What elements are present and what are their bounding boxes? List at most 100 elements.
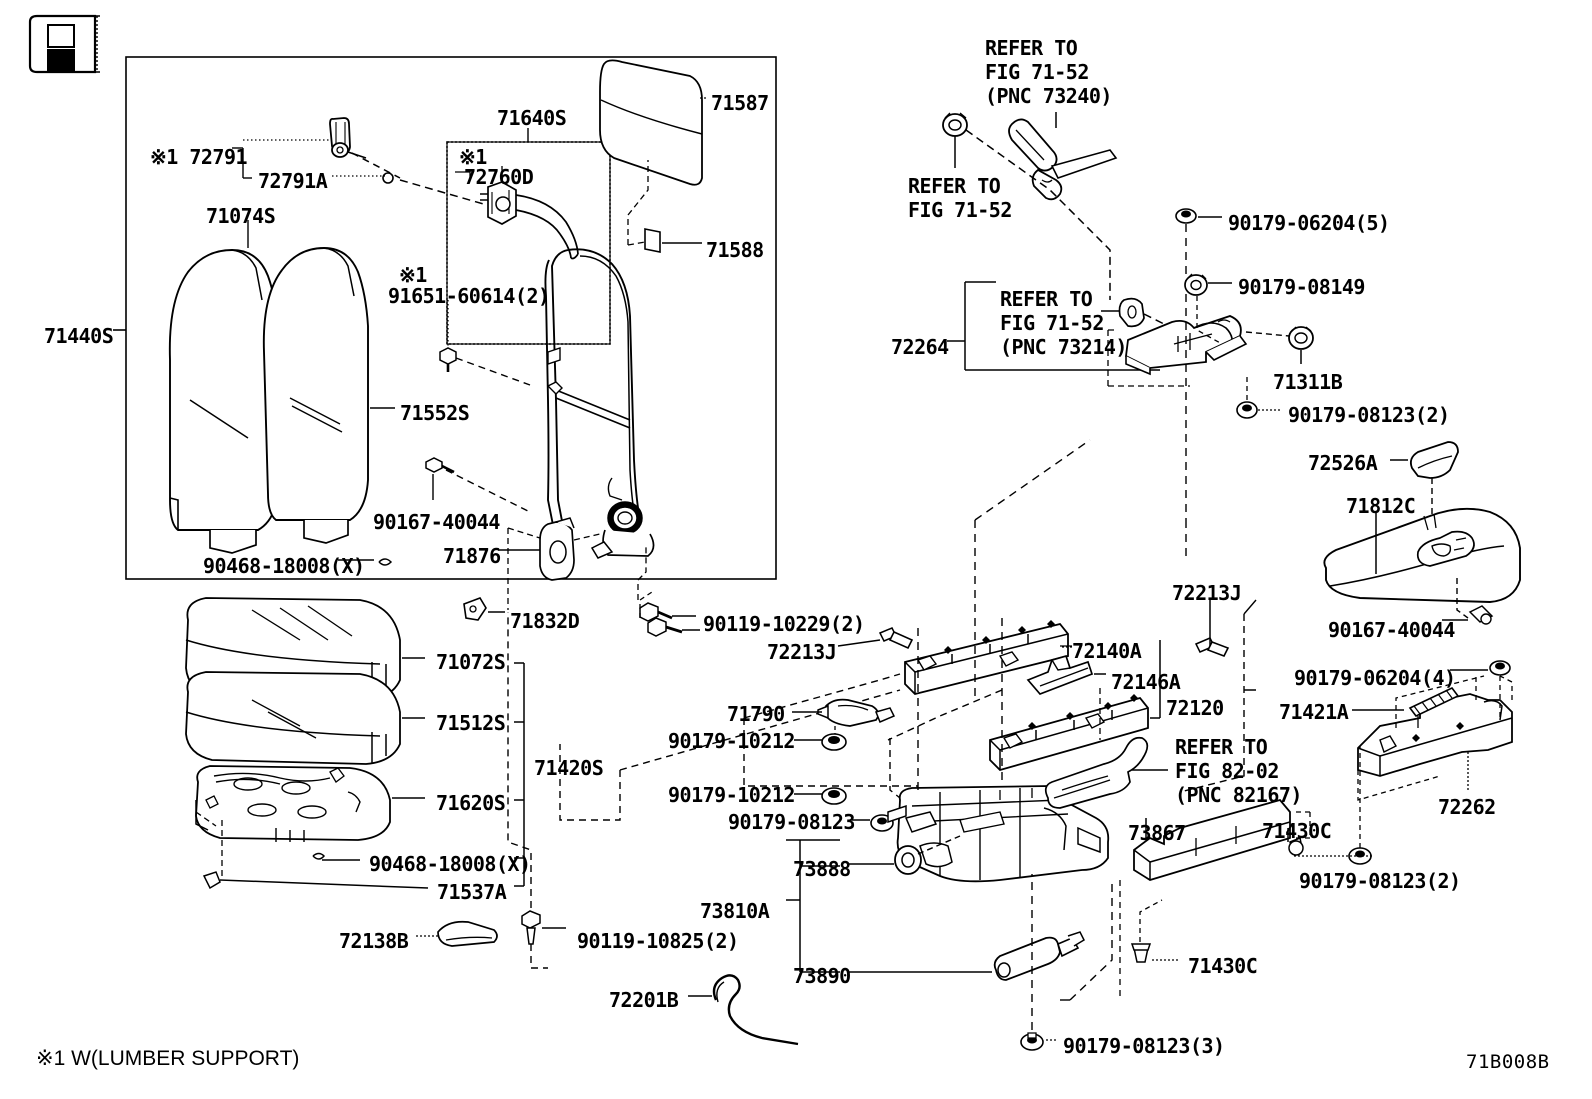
- part-72213J-pin-top: [1194, 637, 1230, 658]
- part-label-90167-40044: 90167-40044: [1328, 618, 1455, 642]
- part-72262-bracket: [1357, 693, 1513, 777]
- part-82167-harness: [1044, 736, 1149, 809]
- part-label-90179-08123: 90179-08123: [728, 810, 855, 834]
- part-label-90468-18008-x: 90468-18008(X): [203, 554, 365, 578]
- refer-to-note-line: REFER TO: [1175, 735, 1268, 759]
- part-label-90179-08149: 90179-08149: [1238, 275, 1365, 299]
- part-label-72791a: 72791A: [258, 169, 328, 193]
- part-label-1: ※1: [399, 263, 427, 287]
- part-label-71537a: 71537A: [437, 880, 507, 904]
- part-label-72262: 72262: [1438, 795, 1496, 819]
- part-label-71311b: 71311B: [1273, 370, 1343, 394]
- refer-to-note-line: REFER TO: [908, 174, 1001, 198]
- refer-to-note-line: FIG 71-52: [1000, 311, 1104, 335]
- part-label-71876: 71876: [443, 544, 501, 568]
- part-90119-10825-bolt: [521, 910, 541, 945]
- part-90167-40044-bolt-a: [425, 457, 455, 474]
- part-90179-10212-nut-b: [821, 787, 847, 805]
- part-73240-buckle: [1008, 118, 1118, 201]
- part-label-73810a: 73810A: [700, 899, 770, 923]
- part-label-71812c: 71812C: [1346, 494, 1416, 518]
- part-label-71074s: 71074S: [206, 204, 276, 228]
- part-label-71790: 71790: [727, 702, 785, 726]
- part-label-72120: 72120: [1166, 696, 1224, 720]
- part-72120-rail: [989, 694, 1149, 772]
- part-label-71421a: 71421A: [1279, 700, 1349, 724]
- part-label-72213j: 72213J: [767, 640, 837, 664]
- part-label-71430c: 71430C: [1262, 819, 1332, 843]
- part-label-90179-08123-3: 90179-08123(3): [1063, 1034, 1225, 1058]
- part-label-90167-40044: 90167-40044: [373, 510, 500, 534]
- part-label-72760d: 72760D: [464, 165, 534, 189]
- part-label-1: ※1: [459, 145, 487, 169]
- part-71430C-screw-top: [1288, 836, 1304, 856]
- part-label-72213j: 72213J: [1172, 581, 1242, 605]
- part-71587-headrest: [599, 59, 703, 186]
- part-90167-40044-bolt-b: [1468, 605, 1494, 625]
- part-label-71420s: 71420S: [534, 756, 604, 780]
- part-72201B-wire: [712, 974, 799, 1046]
- part-73214-anchor-a: [942, 112, 968, 137]
- refer-to-note-line: FIG 71-52: [985, 60, 1089, 84]
- part-label-90179-08123-2: 90179-08123(2): [1299, 869, 1461, 893]
- part-label-90179-08123-2: 90179-08123(2): [1288, 403, 1450, 427]
- part-label-71440s: 71440S: [44, 324, 114, 348]
- part-71620S-cushion-frame: [195, 765, 391, 842]
- part-label-90468-18008-x: 90468-18008(X): [369, 852, 531, 876]
- part-73810A-adjuster-body: [887, 785, 1110, 883]
- refer-to-note-line: (PNC 73214): [1000, 335, 1127, 359]
- part-71421A-spring: [1408, 686, 1460, 718]
- part-label-90179-10212: 90179-10212: [668, 783, 795, 807]
- part-90179-08123-2-nut: [1236, 401, 1258, 419]
- refer-to-note-line: FIG 82-02: [1175, 759, 1279, 783]
- part-72138B-cap: [437, 920, 498, 947]
- refer-to-note-line: REFER TO: [985, 36, 1078, 60]
- part-73867-cover: [1133, 798, 1291, 881]
- part-72526A-cap: [1409, 441, 1459, 479]
- part-73888-bushing: [894, 845, 922, 875]
- part-label-71430c: 71430C: [1188, 954, 1258, 978]
- seat-position-indicator-icon: [28, 14, 100, 74]
- part-label-71072s: 71072S: [436, 650, 506, 674]
- part-label-73888: 73888: [793, 857, 851, 881]
- part-91651-bolt: [439, 347, 457, 372]
- part-label-1-72791: ※1 72791: [150, 145, 248, 169]
- part-label-71552s: 71552S: [400, 401, 470, 425]
- part-72264-anchor-plate: [1125, 315, 1248, 376]
- part-label-72201b: 72201B: [609, 988, 679, 1012]
- part-label-71832d: 71832D: [510, 609, 580, 633]
- part-90179-10212-nut-a: [821, 733, 847, 751]
- part-label-90119-10229-2: 90119-10229(2): [703, 612, 865, 636]
- part-71430C-screw-bottom: [1130, 943, 1152, 963]
- part-90179-06204-5-nut: [1175, 208, 1197, 224]
- part-73214-anchor-b: [1118, 297, 1145, 328]
- part-71311B-grommet: [1288, 326, 1314, 350]
- part-71512S-cushion-pad: [185, 671, 401, 765]
- part-71832D-clip: [463, 597, 487, 621]
- part-73890-cylinder: [993, 931, 1085, 981]
- part-72760D-handle: [480, 166, 579, 260]
- part-90179-08123-3-nut: [1020, 1032, 1044, 1051]
- part-label-90119-10825-2: 90119-10825(2): [577, 929, 739, 953]
- part-label-72526a: 72526A: [1308, 451, 1378, 475]
- part-label-73867: 73867: [1128, 821, 1186, 845]
- part-label-73890: 73890: [793, 964, 851, 988]
- figure-code: 71B008B: [1466, 1051, 1550, 1073]
- part-label-90179-10212: 90179-10212: [668, 729, 795, 753]
- part-seatback-frame: [544, 248, 655, 559]
- part-label-90179-06204-4: 90179-06204(4): [1294, 666, 1456, 690]
- part-71812C-armrest: [1323, 507, 1521, 603]
- part-71537A-knob: [202, 871, 221, 890]
- part-72146A-bracket: [1026, 654, 1094, 696]
- part-72791-lever: [329, 117, 367, 159]
- part-label-71587: 71587: [711, 91, 769, 115]
- refer-to-note-line: REFER TO: [1000, 287, 1093, 311]
- part-71552S-seatback-cover: [262, 247, 369, 544]
- part-90179-06204-4-nut: [1489, 660, 1511, 676]
